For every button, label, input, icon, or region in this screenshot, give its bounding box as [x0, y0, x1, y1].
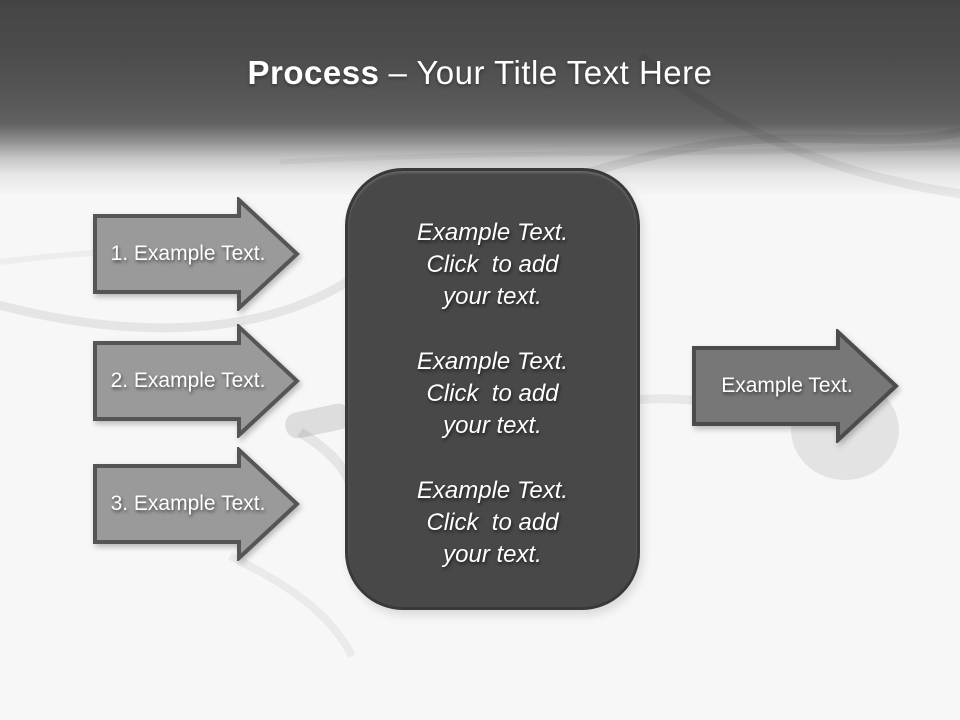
step-arrow-3[interactable]: 3. Example Text.	[93, 447, 300, 561]
placeholder-line: Example Text.	[416, 477, 569, 504]
right-arrow-shape-icon	[93, 447, 300, 561]
right-arrow-shape-icon	[692, 329, 899, 443]
step-arrow-1[interactable]: 1. Example Text.	[93, 197, 300, 311]
center-process-box[interactable]: Example Text. Click to add your text. Ex…	[345, 168, 640, 610]
slide-title-emphasis: Process	[247, 54, 380, 91]
slide-title-text: Your Title Text Here	[416, 54, 713, 91]
slide-title-separator: –	[388, 54, 408, 91]
result-arrow-label: Example Text.	[721, 374, 853, 397]
placeholder-line: your text.	[443, 283, 542, 310]
step-arrow-2[interactable]: 2. Example Text.	[93, 324, 300, 438]
step-arrow-2-label: 2. Example Text.	[110, 369, 266, 392]
slide-title[interactable]: Process–Your Title Text Here	[0, 54, 960, 92]
placeholder-line: your text.	[443, 541, 542, 568]
step-arrow-1-label: 1. Example Text.	[110, 242, 266, 265]
right-arrow-shape-icon	[93, 324, 300, 438]
placeholder-text-group-3[interactable]: Example Text. Click to add your text.	[366, 475, 619, 571]
placeholder-line: Click to add	[426, 380, 559, 407]
placeholder-line: Example Text.	[416, 219, 569, 246]
placeholder-text-group-1[interactable]: Example Text. Click to add your text.	[366, 217, 619, 313]
result-arrow[interactable]: Example Text.	[692, 329, 899, 443]
placeholder-text-group-2[interactable]: Example Text. Click to add your text.	[366, 346, 619, 442]
placeholder-line: your text.	[443, 412, 542, 439]
right-arrow-shape-icon	[93, 197, 300, 311]
placeholder-line: Example Text.	[416, 348, 569, 375]
placeholder-line: Click to add	[426, 251, 559, 278]
placeholder-line: Click to add	[426, 509, 559, 536]
step-arrow-3-label: 3. Example Text.	[110, 492, 266, 515]
header-gradient-band	[0, 0, 960, 196]
